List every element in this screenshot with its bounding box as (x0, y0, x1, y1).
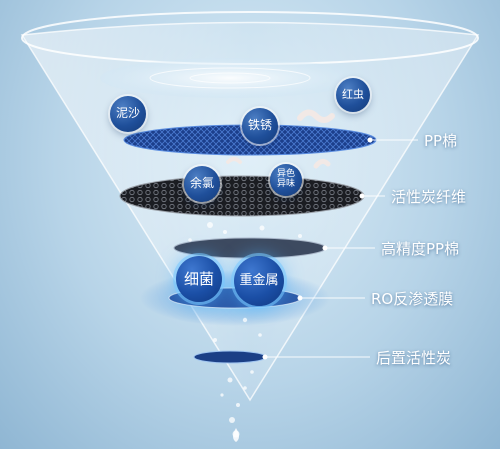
layer-label-pp: PP棉 (424, 132, 458, 150)
connector-lines (265, 139, 418, 358)
layer-disc-precision-pp (173, 237, 327, 259)
chlorine-label: 余氯 (189, 176, 214, 191)
heavy-metal-label: 重金属 (239, 272, 279, 288)
rust-badge: 铁锈 (242, 108, 278, 144)
worm-label: 红虫 (342, 87, 364, 101)
worm-icon (313, 158, 331, 169)
odor-label-line1: 异色 (276, 169, 295, 180)
layer-disc-carbon-fiber (119, 175, 365, 217)
layer-label-post-carbon: 后置活性炭 (376, 349, 452, 367)
connector-dots (262, 137, 373, 360)
bacteria-label: 细菌 (183, 269, 214, 288)
layer-disc-post-carbon (193, 350, 267, 364)
chlorine-badge: 余氯 (184, 166, 220, 202)
layer-label-carbon-fiber: 活性炭纤维 (391, 188, 467, 206)
water-surface (100, 58, 360, 98)
sand-badge: 泥沙 (110, 96, 146, 132)
bacteria-badge: 细菌 (176, 256, 222, 302)
worm-icon (226, 157, 242, 164)
worm-icon (297, 109, 335, 123)
rust-label: 铁锈 (247, 118, 272, 133)
water-drop-icon (233, 428, 239, 442)
worm-badge: 红虫 (336, 78, 370, 112)
heavy-metal-badge: 重金属 (234, 256, 284, 306)
odor-badge: 异色 异味 (270, 164, 302, 196)
sand-label: 泥沙 (115, 106, 140, 121)
odor-label-line2: 异味 (276, 179, 295, 189)
layer-label-ro: RO反渗透膜 (371, 290, 454, 308)
layer-label-precision-pp: 高精度PP棉 (381, 240, 460, 258)
